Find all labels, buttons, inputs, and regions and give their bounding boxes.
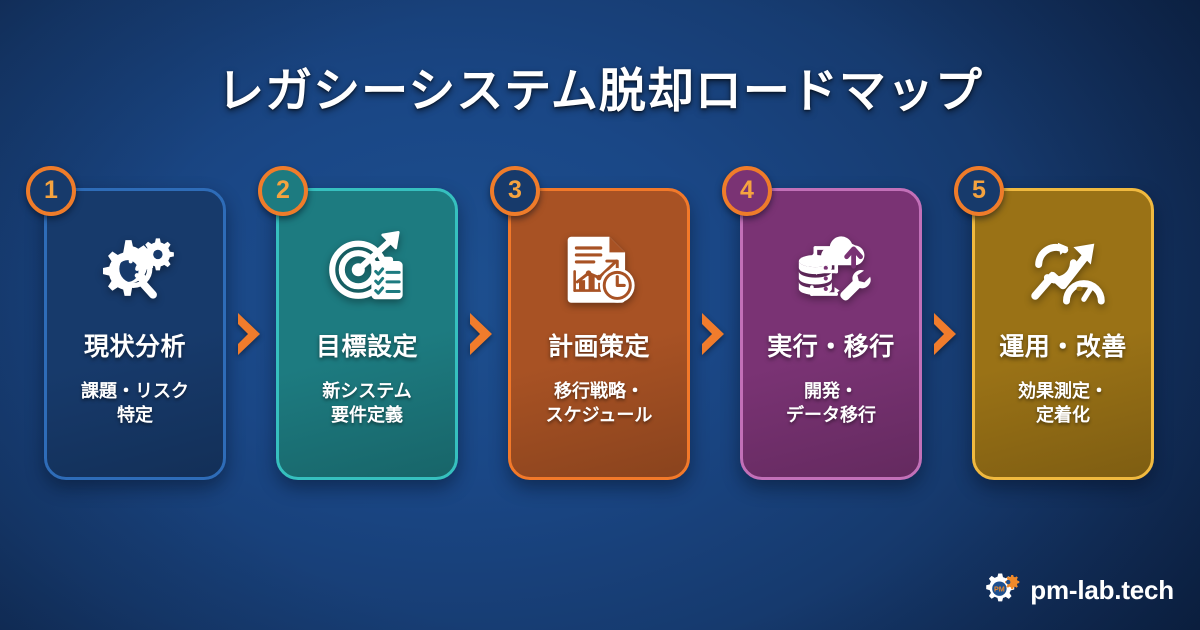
document-chart-clock-icon: [547, 225, 651, 311]
step-number-badge: 4: [722, 166, 772, 216]
step-description: 新システム要件定義: [322, 381, 412, 426]
chevron-right-icon: [226, 188, 276, 480]
roadmap-step-4[interactable]: 実行・移行 開発・データ移行 4: [722, 166, 922, 480]
step-title: 現状分析: [83, 333, 186, 361]
page-title: レガシーシステム脱却ロードマップ: [217, 64, 983, 117]
refresh-trend-gauge-icon: [1011, 225, 1115, 311]
step-number-badge: 2: [258, 166, 308, 216]
database-cloud-wrench-icon: [779, 225, 883, 311]
site-logo[interactable]: PM pm-lab.tech: [985, 572, 1174, 608]
roadmap-step-5[interactable]: 運用・改善 効果測定・定着化 5: [954, 166, 1154, 480]
step-description: 移行戦略・スケジュール: [545, 381, 653, 426]
step-description: 開発・データ移行: [786, 381, 876, 426]
step-title: 実行・移行: [767, 333, 895, 361]
roadmap-steps: 現状分析 課題・リスク特定 1: [26, 166, 1156, 488]
target-arrow-checklist-icon: [315, 225, 419, 311]
roadmap-step-3[interactable]: 計画策定 移行戦略・スケジュール 3: [490, 166, 690, 480]
chevron-right-icon: [690, 188, 740, 480]
step-description: 効果測定・定着化: [1018, 381, 1108, 426]
step-title: 目標設定: [315, 333, 418, 361]
step-card[interactable]: 計画策定 移行戦略・スケジュール: [508, 188, 690, 480]
roadmap-step-2[interactable]: 目標設定 新システム要件定義 2: [258, 166, 458, 480]
step-card[interactable]: 運用・改善 効果測定・定着化: [972, 188, 1154, 480]
roadmap-step-1[interactable]: 現状分析 課題・リスク特定 1: [26, 166, 226, 480]
chevron-right-icon: [922, 188, 972, 480]
step-card[interactable]: 実行・移行 開発・データ移行: [740, 188, 922, 480]
chevron-right-icon: [458, 188, 508, 480]
step-title: 計画策定: [547, 333, 650, 361]
logo-text: pm-lab.tech: [1030, 574, 1174, 605]
step-description: 課題・リスク特定: [81, 381, 189, 426]
step-title: 運用・改善: [999, 333, 1127, 361]
step-number-badge: 3: [490, 166, 540, 216]
step-number-badge: 5: [954, 166, 1004, 216]
pm-gear-logo-icon: PM: [986, 573, 1020, 602]
step-card[interactable]: 目標設定 新システム要件定義: [276, 188, 458, 480]
gear-magnifier-question-icon: [83, 225, 187, 311]
step-card[interactable]: 現状分析 課題・リスク特定: [44, 188, 226, 480]
svg-text:PM: PM: [994, 585, 1005, 594]
step-number-badge: 1: [26, 166, 76, 216]
